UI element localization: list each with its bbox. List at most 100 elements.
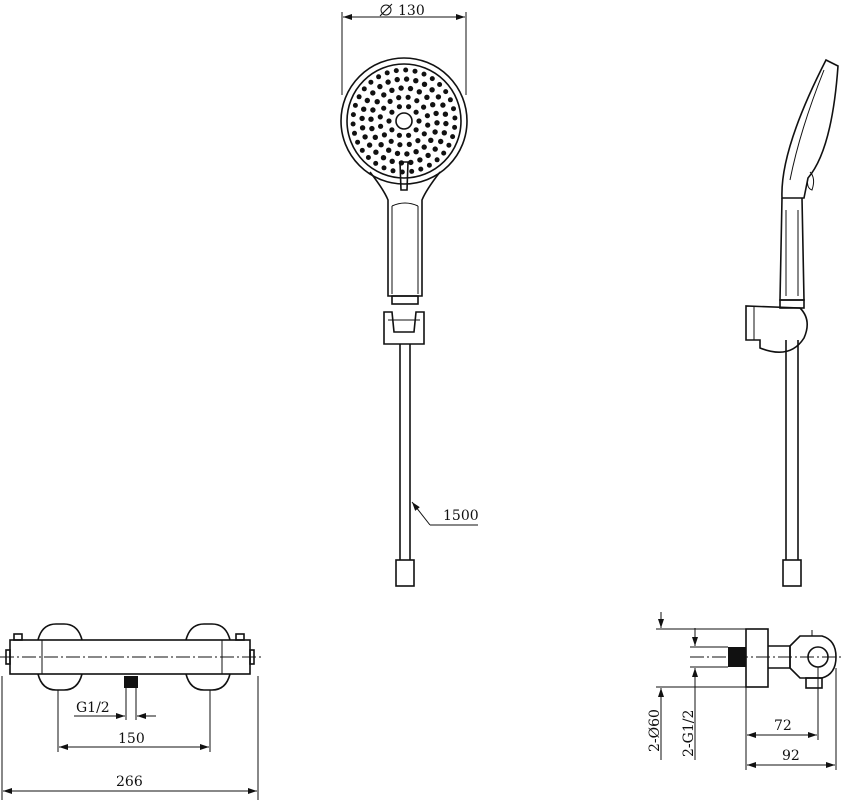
spray-nozzle xyxy=(396,95,402,101)
mixer-front-view: G1/2 150 266 xyxy=(0,623,262,800)
spray-nozzle xyxy=(425,122,431,128)
spray-nozzle xyxy=(381,105,387,111)
head-diameter-label: 130 xyxy=(398,3,425,19)
spray-nozzle xyxy=(413,78,419,84)
spray-nozzle xyxy=(393,68,399,74)
hand-shower-front-view: 130 1500 xyxy=(340,3,479,587)
spray-nozzle xyxy=(396,132,402,138)
spray-nozzle xyxy=(368,79,374,85)
spray-nozzle xyxy=(384,70,390,76)
spray-nozzle xyxy=(417,157,423,163)
spray-nozzle xyxy=(451,106,456,112)
spray-nozzle xyxy=(364,97,370,104)
spray-nozzle xyxy=(368,116,374,122)
spray-nozzle xyxy=(450,134,456,140)
spray-nozzle xyxy=(437,82,443,87)
spray-nozzle xyxy=(405,94,411,100)
spray-nozzle xyxy=(421,104,427,110)
hose-length-dimension: 1500 xyxy=(411,501,479,526)
spray-nozzle xyxy=(406,104,412,110)
spray-nozzle xyxy=(373,160,379,166)
total-width-dimension: 266 xyxy=(1,676,259,800)
spray-nozzle xyxy=(378,123,384,129)
spray-nozzle xyxy=(418,166,424,172)
hand-shower-side-view xyxy=(745,58,839,587)
spray-nozzle xyxy=(446,142,452,148)
spray-nozzle xyxy=(359,125,366,131)
left-inlet-bottom xyxy=(37,673,83,691)
inlet-centers-dimension: 150 xyxy=(57,690,211,752)
spray-nozzle xyxy=(441,130,447,136)
spray-nozzle xyxy=(387,98,393,104)
spray-nozzle xyxy=(409,168,415,174)
spray-nozzle xyxy=(403,67,409,73)
wall-escutcheon xyxy=(745,628,769,688)
head-profile xyxy=(781,58,839,199)
spray-nozzle xyxy=(434,157,440,163)
left-inlet-top xyxy=(37,623,83,641)
spray-nozzle xyxy=(390,168,396,174)
spray-nozzle xyxy=(366,142,373,148)
handle-profile xyxy=(779,197,805,301)
inlet-thread-vertical-dimension: 2-G1/2 xyxy=(681,628,728,760)
spray-nozzle xyxy=(350,121,356,127)
spray-nozzle xyxy=(424,113,430,119)
spray-nozzle xyxy=(425,152,431,159)
spray-nozzle xyxy=(370,90,376,96)
spray-nozzle xyxy=(413,127,419,133)
spray-nozzle xyxy=(440,102,446,108)
spray-nozzle xyxy=(447,97,453,103)
spray-nozzle xyxy=(430,102,436,108)
inlet-depth-dimension: 72 xyxy=(745,667,819,770)
mixer-side-view: 2-Ø60 2-G1/2 72 92 xyxy=(647,612,841,770)
spray-nozzle xyxy=(398,85,404,91)
spray-nozzle xyxy=(389,109,395,115)
spray-nozzle xyxy=(416,118,422,124)
outlet-thread-dimension: G1/2 xyxy=(74,700,156,719)
spray-nozzle xyxy=(406,141,412,147)
shower-outlet xyxy=(124,676,138,688)
total-width-label: 266 xyxy=(116,774,143,790)
spray-nozzle xyxy=(388,138,394,144)
spray-nozzle xyxy=(435,94,442,100)
diameter-symbol xyxy=(379,3,393,17)
spray-nozzle xyxy=(433,110,439,117)
total-depth-label: 92 xyxy=(782,748,800,764)
spray-nozzle xyxy=(359,115,365,122)
spray-nozzle xyxy=(441,150,447,156)
shower-head-center xyxy=(395,112,413,130)
spray-nozzle xyxy=(362,134,368,140)
spray-nozzle xyxy=(421,144,427,150)
spray-nozzle xyxy=(434,120,440,126)
spray-nozzle xyxy=(385,79,391,85)
spray-nozzle xyxy=(369,125,375,132)
spray-nozzle xyxy=(389,127,395,133)
inlet-depth-label: 72 xyxy=(774,718,792,734)
spray-nozzle xyxy=(361,86,367,92)
inlet-centers-label: 150 xyxy=(118,731,145,747)
outlet-thread-label: G1/2 xyxy=(76,700,110,716)
inlet-thread-vertical-label: 2-G1/2 xyxy=(681,710,697,757)
hose-side-nut xyxy=(782,559,802,587)
right-knob-marker xyxy=(235,633,245,641)
spray-nozzle xyxy=(413,149,419,155)
shower-head-outer xyxy=(340,57,468,185)
spray-nozzle xyxy=(372,134,378,140)
spray-nozzle xyxy=(443,89,449,95)
right-inlet-top xyxy=(185,623,231,641)
shower-holder xyxy=(383,311,425,345)
shower-head-face xyxy=(346,63,462,179)
spray-nozzle xyxy=(452,124,458,130)
spray-nozzle xyxy=(394,76,400,83)
outlet-profile xyxy=(805,677,823,689)
spray-nozzle xyxy=(408,159,414,166)
spray-nozzle xyxy=(415,138,421,144)
escutcheon-diameter-label: 2-Ø60 xyxy=(647,709,663,752)
spray-nozzle xyxy=(377,114,383,120)
spray-nozzle xyxy=(397,142,403,148)
spray-nozzle xyxy=(396,104,402,110)
spray-nozzle xyxy=(373,149,379,155)
spray-nozzle xyxy=(421,81,428,88)
spray-nozzle xyxy=(359,147,365,153)
